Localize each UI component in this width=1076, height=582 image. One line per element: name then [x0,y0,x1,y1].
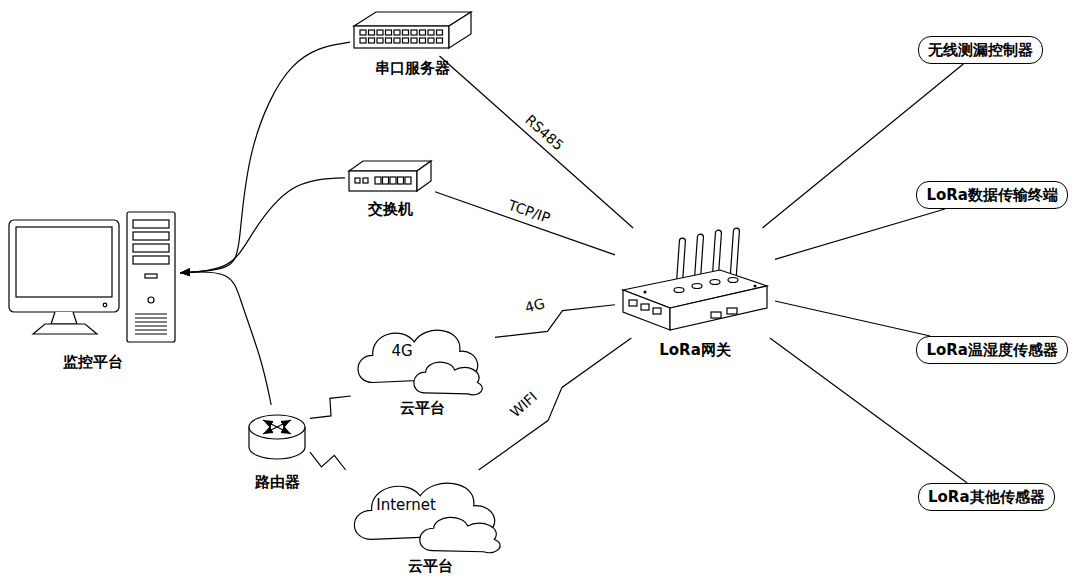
connector-arrow [180,42,350,273]
node-label: 云平台 [408,557,453,575]
connector-line [775,301,930,336]
connector-line [495,305,615,338]
cloud-platform: 4G 云平台 [350,318,495,417]
edge-label: WIFI [506,388,542,422]
connector-line [479,338,632,470]
connector-arrow [180,272,271,405]
network-switch: 交换机 [345,155,435,218]
node-label: LoRa其他传感器 [928,488,1045,506]
lora-gateway: LoRa网关 [615,228,775,359]
switch-illustration [345,155,435,197]
connector-arrow [180,178,345,273]
cloud-label: Internet [345,496,467,514]
node-label: 路由器 [255,473,300,491]
cloud-illustration [350,318,495,396]
device-box: LoRa温湿度传感器 [916,336,1068,364]
router-illustration [245,405,310,467]
computer-illustration [5,210,180,345]
connector-line [440,56,634,228]
cloud-label: 4G [350,342,454,360]
connector-line [310,452,346,470]
node-label: 云平台 [400,399,445,417]
node-label: 监控平台 [63,353,123,371]
node-label: LoRa数据传输终端 [926,186,1058,204]
device-box: LoRa数据传输终端 [916,181,1068,209]
router: 路由器 [245,405,310,491]
edge-label: TCP/IP [504,197,554,227]
monitor-platform: 监控平台 [5,210,180,371]
connector-line [310,396,351,418]
node-label: LoRa网关 [659,341,731,359]
edge-label: RS485 [521,111,568,155]
node-label: 交换机 [368,200,413,218]
edge-label: 4G [522,295,549,316]
device-box: LoRa其他传感器 [918,483,1055,511]
connector-line [775,209,945,259]
cloud-platform: Internet 云平台 [345,470,515,575]
connector-line [435,192,615,255]
node-label: 无线测漏控制器 [928,41,1033,59]
serial-illustration [350,8,475,56]
node-label: 串口服务器 [375,59,450,77]
device-box: 无线测漏控制器 [918,36,1043,64]
serial-server: 串口服务器 [350,8,475,77]
node-label: LoRa温湿度传感器 [926,341,1058,359]
gateway-illustration [615,228,775,338]
